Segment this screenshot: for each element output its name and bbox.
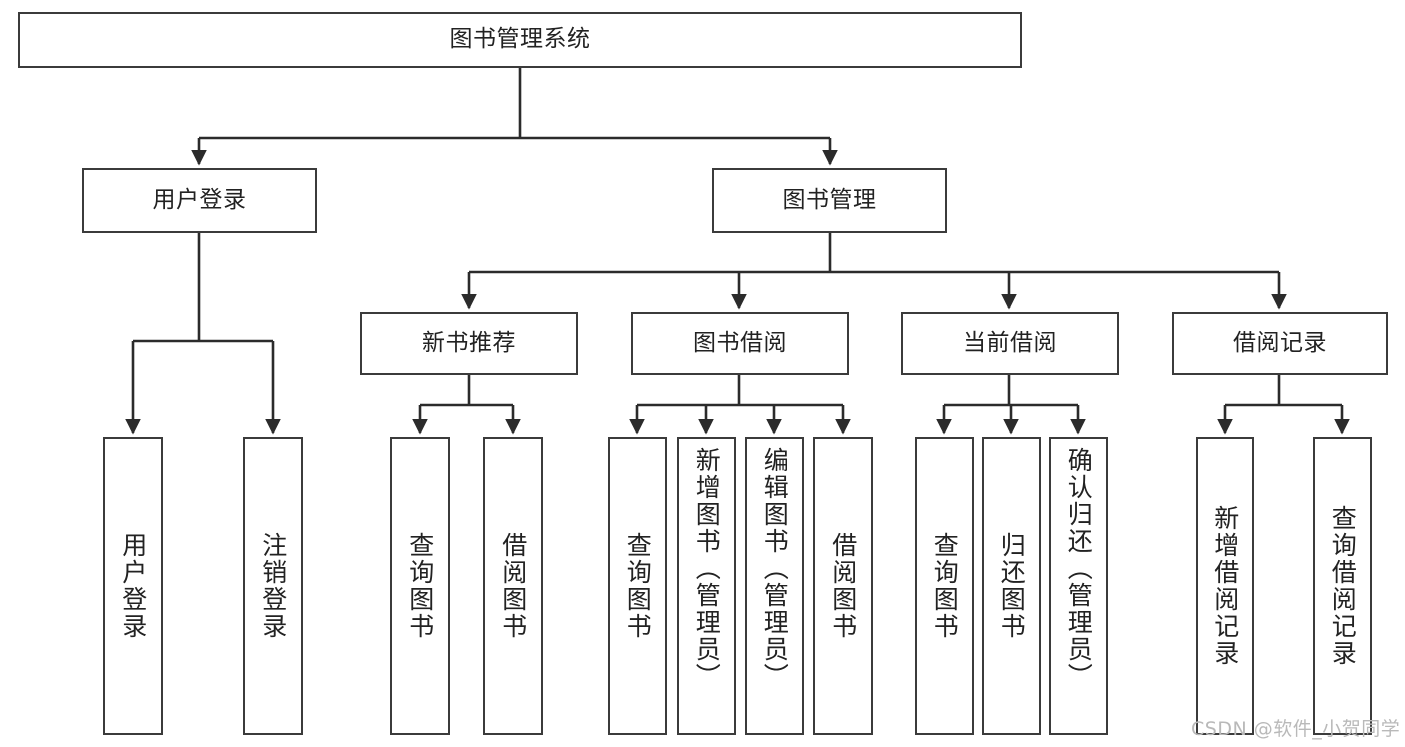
csdn-watermark: CSDN @软件_小贺同学	[1191, 718, 1401, 740]
node-leaf-edit-book-admin[interactable]: 编辑图书（管理员）	[745, 437, 804, 735]
node-label: 借阅图书	[828, 532, 858, 640]
node-label: 图书管理系统	[449, 26, 591, 53]
node-root-book-management-system[interactable]: 图书管理系统	[18, 12, 1022, 68]
node-label: 用户登录	[152, 186, 247, 213]
node-label: 查询图书	[623, 532, 653, 640]
node-leaf-query-book-recommend[interactable]: 查询图书	[390, 437, 450, 735]
node-label: 查询借阅记录	[1328, 505, 1358, 667]
node-label: 用户登录	[118, 532, 148, 640]
node-user-login[interactable]: 用户登录	[82, 168, 317, 233]
edge-group-bookborrow-to-leaves	[629, 375, 851, 435]
node-label: 确认归还（管理员）	[1064, 447, 1094, 690]
node-leaf-borrow-book[interactable]: 借阅图书	[813, 437, 873, 735]
node-leaf-user-login[interactable]: 用户登录	[103, 437, 163, 735]
node-current-borrow[interactable]: 当前借阅	[901, 312, 1119, 375]
node-leaf-query-book-borrow[interactable]: 查询图书	[608, 437, 667, 735]
node-label: 查询图书	[930, 532, 960, 640]
node-leaf-query-borrow-record[interactable]: 查询借阅记录	[1313, 437, 1372, 735]
edge-group-bookmanage-to-level3	[461, 233, 1287, 310]
edge-group-root-to-level2	[191, 68, 838, 166]
node-leaf-return-book[interactable]: 归还图书	[982, 437, 1041, 735]
node-label: 新书推荐	[422, 329, 516, 356]
node-borrow-record[interactable]: 借阅记录	[1172, 312, 1388, 375]
node-leaf-query-book-current[interactable]: 查询图书	[915, 437, 974, 735]
node-label: 借阅记录	[1233, 329, 1327, 356]
edge-group-newbook-to-leaves	[412, 375, 521, 435]
node-label: 注销登录	[258, 532, 288, 640]
node-label: 当前借阅	[963, 329, 1057, 356]
edge-group-currentborrow-to-leaves	[936, 375, 1086, 435]
node-book-management[interactable]: 图书管理	[712, 168, 947, 233]
node-label: 借阅图书	[498, 532, 528, 640]
node-label: 图书借阅	[693, 329, 787, 356]
node-leaf-add-borrow-record[interactable]: 新增借阅记录	[1196, 437, 1254, 735]
edge-group-userlogin-to-leaves	[125, 233, 281, 435]
node-label: 编辑图书（管理员）	[760, 447, 790, 690]
node-label: 图书管理	[782, 186, 877, 213]
node-leaf-logout[interactable]: 注销登录	[243, 437, 303, 735]
node-label: 归还图书	[997, 532, 1027, 640]
node-label: 新增图书（管理员）	[692, 447, 722, 690]
node-new-book-recommend[interactable]: 新书推荐	[360, 312, 578, 375]
node-label: 查询图书	[405, 532, 435, 640]
node-leaf-borrow-book-recommend[interactable]: 借阅图书	[483, 437, 543, 735]
edge-group-borrowrecord-to-leaves	[1217, 375, 1350, 435]
node-label: 新增借阅记录	[1210, 505, 1240, 667]
node-book-borrow[interactable]: 图书借阅	[631, 312, 849, 375]
node-leaf-confirm-return-admin[interactable]: 确认归还（管理员）	[1049, 437, 1108, 735]
node-leaf-add-book-admin[interactable]: 新增图书（管理员）	[677, 437, 736, 735]
